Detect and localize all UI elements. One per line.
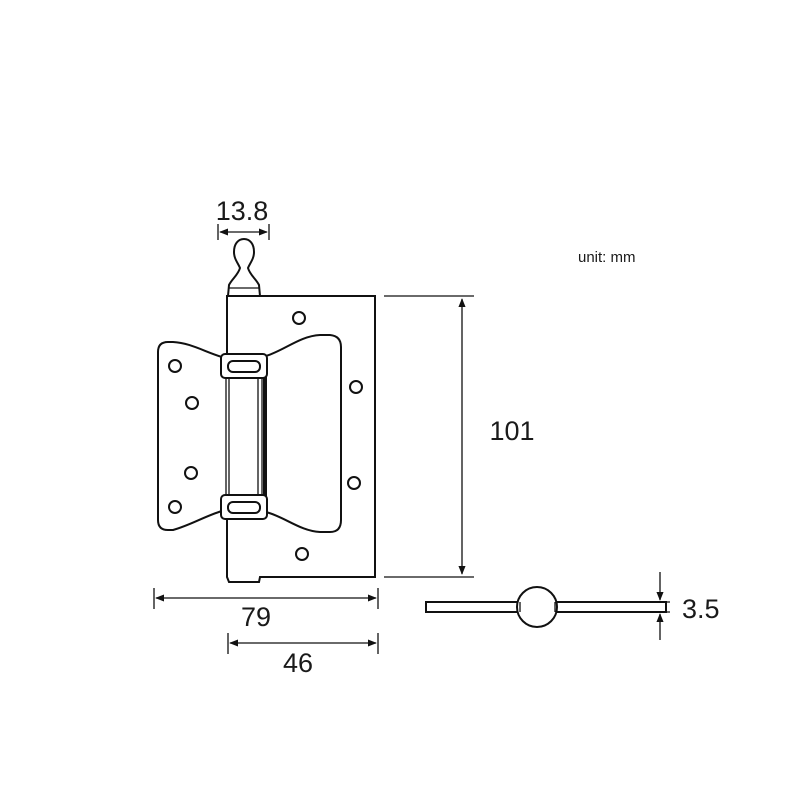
outer-leaf-cutout [265, 334, 342, 533]
screw-holes [168, 311, 363, 561]
pin-finial [226, 237, 262, 297]
leaf-width-value: 46 [283, 648, 313, 678]
side-view [425, 586, 667, 628]
lower-knuckle [220, 494, 268, 520]
dimension-thickness: 3.5 [650, 572, 720, 640]
knuckle-barrel [225, 360, 263, 510]
height-value: 101 [489, 416, 534, 446]
thickness-value: 3.5 [682, 594, 720, 624]
overall-width-value: 79 [241, 602, 271, 632]
side-view-knuckle [516, 586, 558, 628]
dimension-leaf-width: 46 [227, 633, 379, 678]
dimension-knuckle-width: 13.8 [216, 196, 270, 240]
dimension-overall-width: 79 [153, 588, 379, 632]
dimension-height: 101 [384, 295, 535, 578]
knuckle-width-value: 13.8 [216, 196, 269, 226]
unit-label: unit: mm [578, 249, 636, 266]
inner-leaf [157, 341, 265, 531]
upper-knuckle [220, 353, 268, 379]
